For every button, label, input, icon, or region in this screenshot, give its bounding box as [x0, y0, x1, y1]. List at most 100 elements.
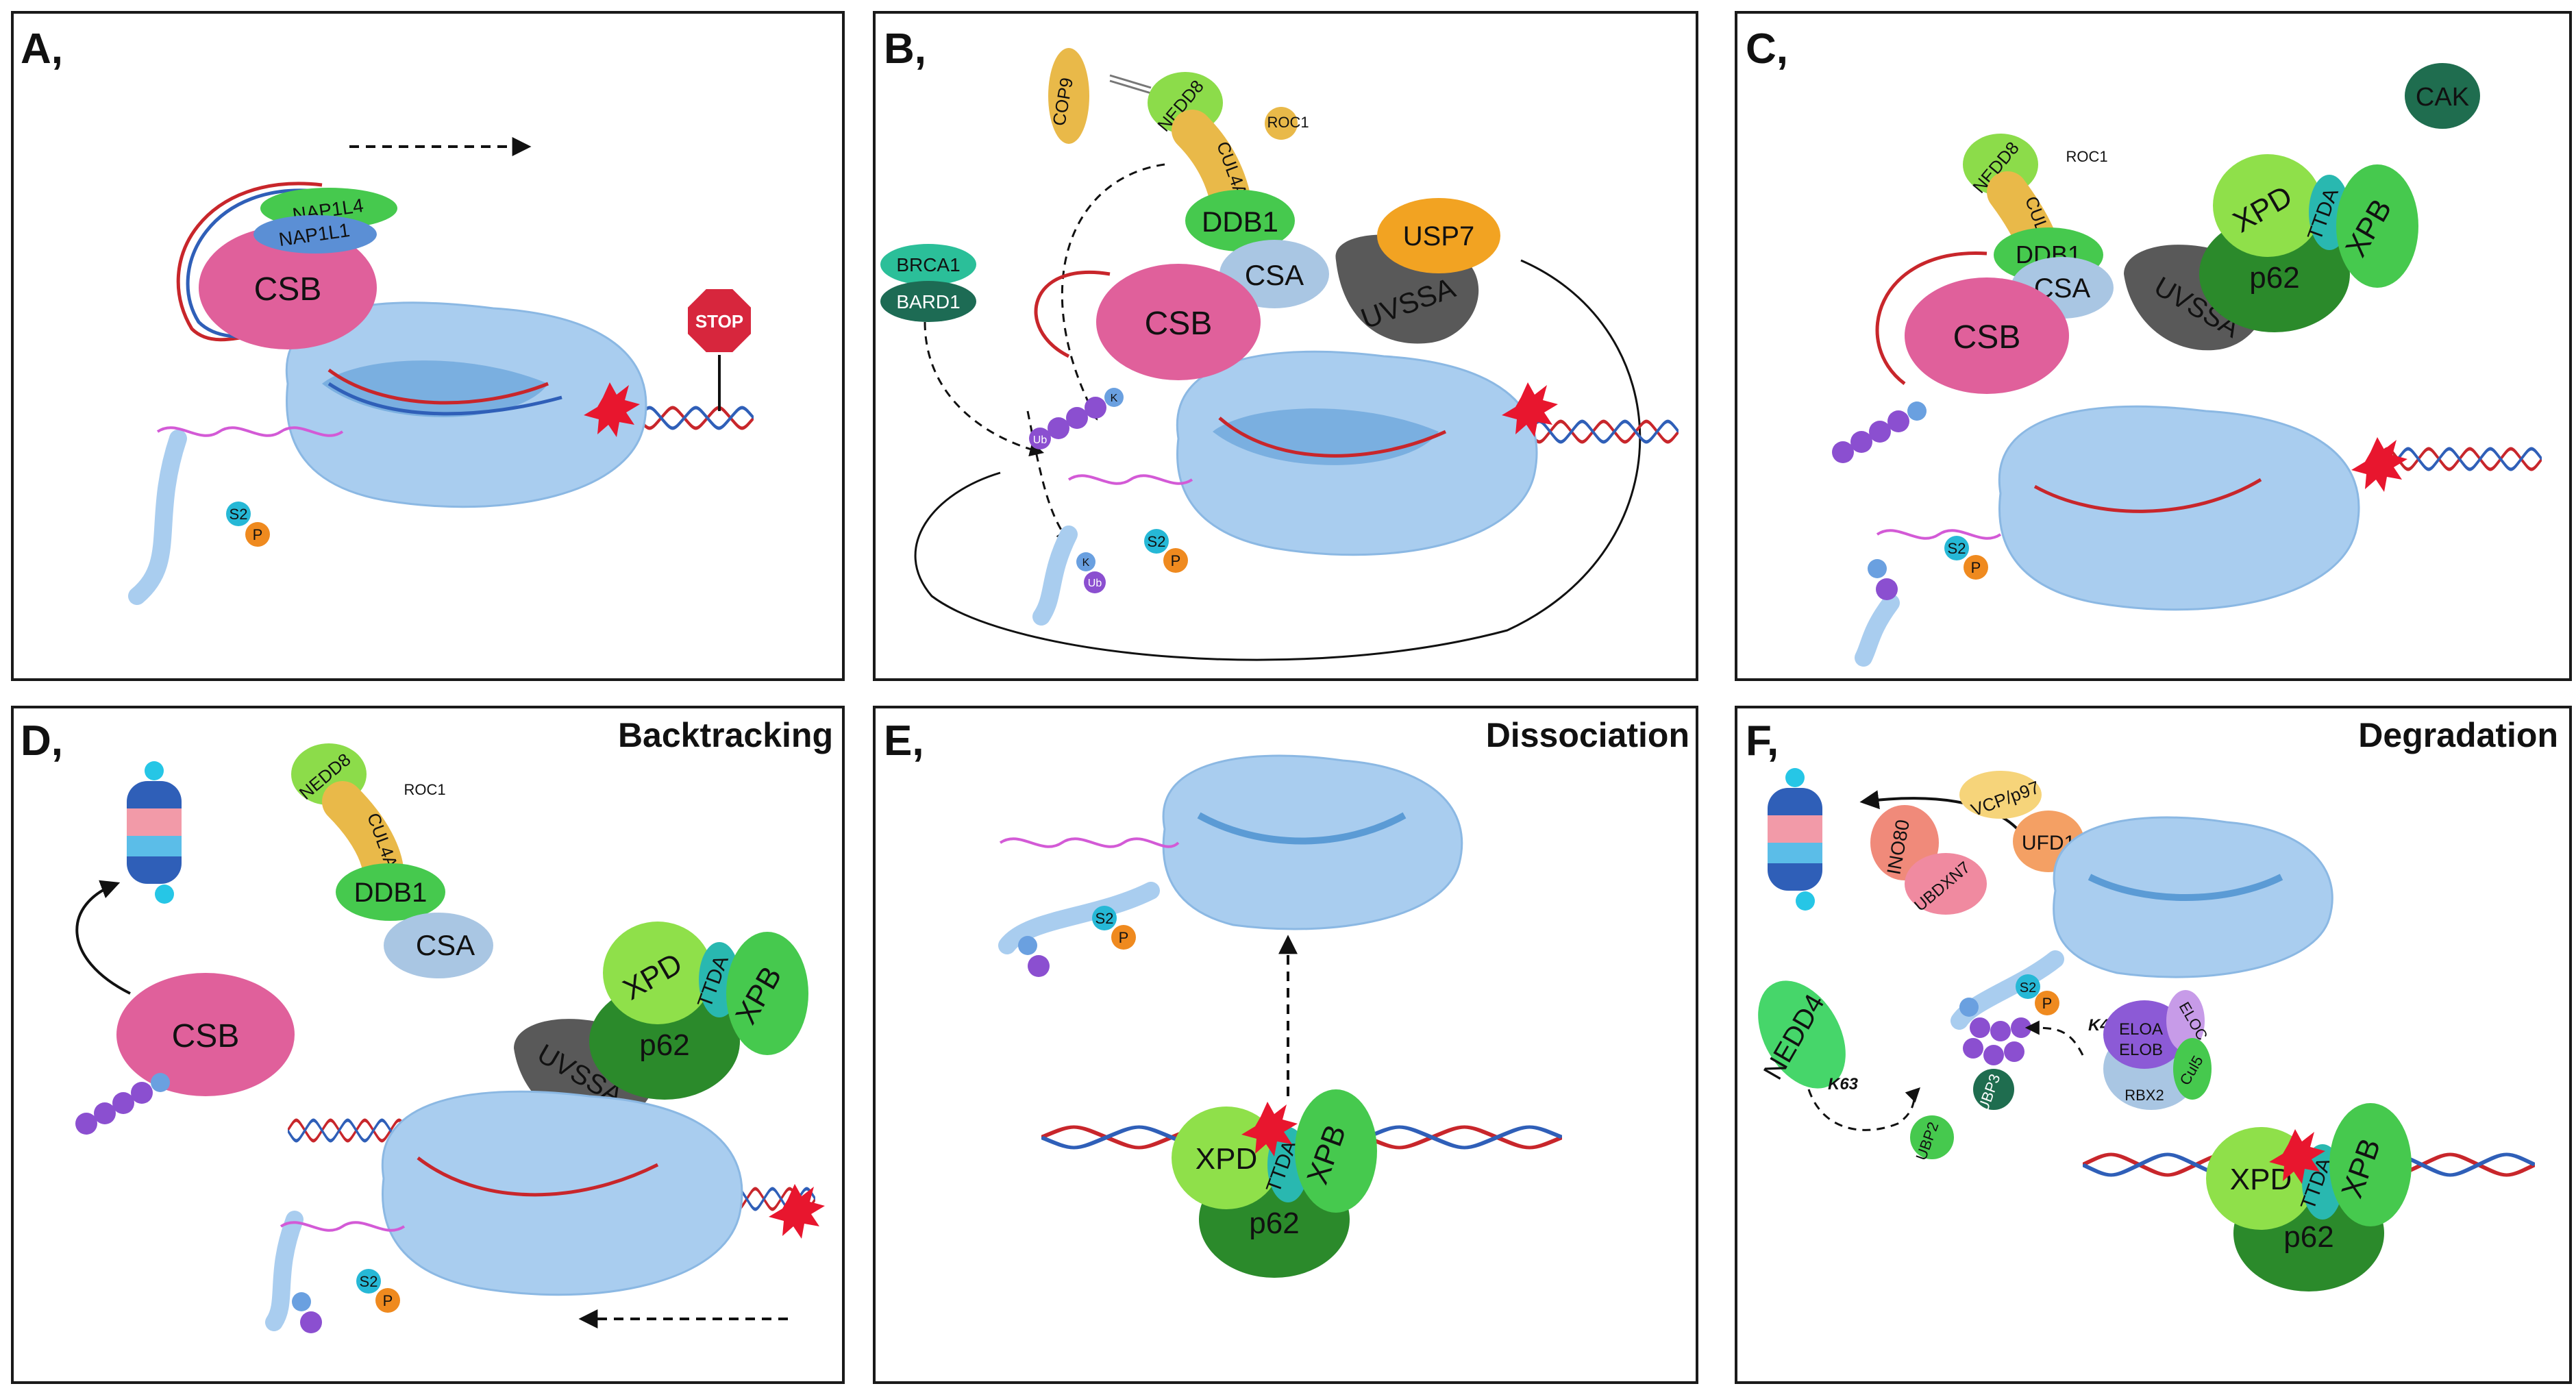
s2-label-d: S2: [360, 1273, 378, 1290]
xpd-label-f: XPD: [2230, 1163, 2292, 1196]
p-label-d: P: [383, 1292, 393, 1309]
csa-label: CSA: [1245, 259, 1304, 291]
dna-lesion-icon-f: [2269, 1129, 2325, 1184]
p-label: P: [253, 526, 263, 543]
k63-label: K63: [1828, 1075, 1859, 1093]
dna-lesion-icon-c: [2351, 437, 2407, 492]
p-label-c: P: [1971, 559, 1981, 576]
csb-label-c: CSB: [1953, 319, 2021, 356]
xpb-shape-e: [1295, 1089, 1377, 1213]
panel-b-content: COP9 NEDD8 CUL4A ROC1 DDB1 CSA UVSSA USP…: [880, 48, 1679, 661]
panel-a-content: CSB NAP1L4 NAP1L1 STOP S2 P: [128, 137, 754, 605]
p62-label-f: p62: [2283, 1220, 2333, 1254]
dna-lesion-icon-d: [769, 1184, 825, 1239]
panel-e-title: Dissociation: [1486, 716, 1689, 754]
nap1l1-shape: [253, 215, 377, 254]
stop-label: STOP: [695, 311, 743, 332]
p-label-b: P: [1171, 552, 1181, 569]
s2-label-b: S2: [1148, 533, 1166, 550]
bard1-shape: [880, 281, 976, 322]
s2-label-f: S2: [2020, 980, 2036, 996]
ubdxn7-shape: [1905, 853, 1987, 915]
ddb1-label: DDB1: [1202, 206, 1278, 238]
xpb-shape-c: [2336, 164, 2418, 288]
stop-sign-icon: STOP: [685, 286, 754, 411]
ddb1-label-d: DDB1: [354, 878, 428, 908]
k-label: K: [1111, 393, 1118, 404]
proteasome-icon-f: [1768, 768, 1822, 911]
cak-shape: [2405, 63, 2480, 129]
p62-label-d: p62: [639, 1028, 689, 1062]
ub-chain-c: [1832, 401, 1927, 463]
panel-e-letter: E,: [884, 717, 924, 765]
ub-label-b2: Ub: [1088, 578, 1102, 589]
s2-label-c: S2: [1948, 540, 1966, 557]
p62-label-c: p62: [2249, 261, 2299, 295]
csa-shape-d: [384, 913, 493, 978]
brca1-shape: [880, 244, 976, 285]
csb-label-d: CSB: [172, 1018, 240, 1054]
panel-c-letter: C,: [1746, 25, 1788, 73]
csb-protein-b: [1096, 264, 1261, 380]
nedd4-shape: [1758, 980, 1846, 1089]
rbx2-label: RBX2: [2125, 1087, 2164, 1104]
ubp3-shape: [1973, 1069, 2014, 1110]
k-label-b2: K: [1082, 557, 1090, 569]
ub-label: Ub: [1033, 434, 1048, 446]
vcp-shape: [1959, 771, 2042, 819]
xpb-shape-d: [726, 932, 808, 1055]
csa-label-d: CSA: [416, 929, 475, 961]
panel-a-letter: A,: [21, 25, 63, 73]
ddb1-shape: [1185, 190, 1295, 251]
xpd-shape-c: [2213, 154, 2323, 257]
panel-d-letter: D,: [21, 717, 63, 765]
panel-f-content: INO80 UBDXN7 VCP/p97 UFD1 S2 P NEDD4 K63…: [1758, 768, 2535, 1291]
eloc-shape: [2166, 990, 2205, 1052]
panel-d-title: Backtracking: [618, 716, 833, 754]
cak-label: CAK: [2416, 83, 2469, 112]
panel-c-content: CAK NEDD8 CUL4A ROC1 DDB1 CSA UVSSA p62 …: [1832, 63, 2542, 667]
csb-protein-d: [116, 973, 295, 1096]
cop9-shape: [1048, 48, 1089, 144]
pol2-complex: [128, 301, 647, 605]
proteasome-icon: [127, 761, 182, 904]
panel-b-letter: B,: [884, 25, 926, 73]
dna-lesion-icon-e: [1241, 1102, 1298, 1157]
csb-protein: CSB: [199, 226, 377, 349]
p62-label-e: p62: [1249, 1207, 1299, 1240]
panel-e-content: S2 P p62 XPD TTDA XPB: [998, 754, 1562, 1278]
brca1-label: BRCA1: [896, 254, 960, 275]
elob-label: ELOB: [2119, 1041, 2163, 1059]
dna-lesion-icon: [584, 382, 640, 437]
panel-d-content: CSB NEDD8 ROC1 CUL4A DDB1 CSA UVSSA p62 …: [75, 743, 825, 1333]
roc1-label-c: ROC1: [2066, 148, 2107, 165]
usp7-label: USP7: [1403, 221, 1475, 251]
s2-label: S2: [230, 506, 248, 523]
ubp2-shape: [1910, 1115, 1954, 1159]
dna-lesion-icon-b: [1502, 382, 1558, 437]
panel-f-title: Degradation: [2358, 716, 2558, 754]
pol2-complex-b: [1032, 350, 1538, 626]
csb-protein-c: [1905, 277, 2069, 394]
csb-label: CSB: [254, 271, 322, 308]
ddb1-shape-d: [336, 863, 445, 921]
bard1-label: BARD1: [896, 291, 960, 312]
xpd-shape-d: [603, 922, 713, 1024]
csb-label-b: CSB: [1145, 306, 1213, 342]
ub-chain-f: [1963, 1017, 2031, 1065]
eloa-label: ELOA: [2119, 1020, 2163, 1039]
xpb-shape-f: [2329, 1103, 2412, 1226]
ub-chain-d: [75, 1073, 170, 1135]
cul5-shape: [2173, 1038, 2212, 1100]
usp7-shape: [1377, 198, 1500, 273]
s2-label-e: S2: [1095, 910, 1114, 927]
roc1-label-d: ROC1: [404, 781, 445, 798]
panel-f-letter: F,: [1746, 717, 1779, 765]
roc1-label: ROC1: [1267, 114, 1309, 131]
p-label-f: P: [2042, 995, 2053, 1012]
xpd-label-e: XPD: [1196, 1142, 1257, 1176]
p-label-e: P: [1119, 929, 1129, 946]
elo-complex-shape: [2103, 1000, 2185, 1069]
ub-chain-b: Ub K: [1029, 388, 1124, 449]
